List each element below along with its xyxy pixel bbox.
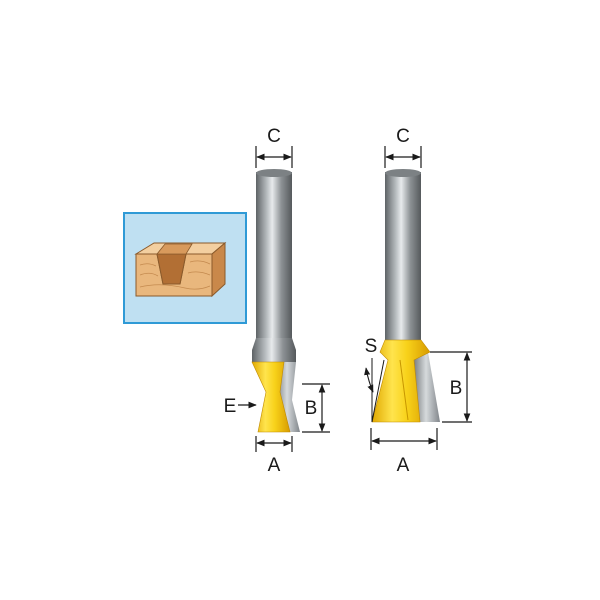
large-bit-cutter [371,339,431,423]
wood-grain [139,260,211,290]
large-c-label: C [396,126,410,147]
large-a-label: A [397,455,410,476]
small-c-label: C [267,126,281,147]
small-a-label: A [268,455,281,476]
large-bit-shank-top [385,169,421,177]
small-bit-shank [256,172,292,338]
wood-side-face [211,241,226,298]
large-b-label: B [450,378,463,399]
small-dovetail-bit: C A B E [224,126,330,476]
small-bit-cutter [251,361,291,433]
large-s-label: S [365,336,378,357]
small-e-label: E [224,396,237,417]
small-b-label: B [305,398,318,419]
large-s-angle-line [371,359,385,423]
small-bit-shank-top [256,169,292,177]
small-bit-collar [252,338,296,362]
large-s-angle-arc [364,367,374,393]
large-dovetail-bit: C A B S [364,126,472,476]
large-bit-blade [412,340,440,422]
dovetail-inset [123,212,247,324]
large-bit-shank [385,172,421,340]
dovetail-slot-back [156,243,193,255]
large-bit-cutter-edge [399,359,409,421]
